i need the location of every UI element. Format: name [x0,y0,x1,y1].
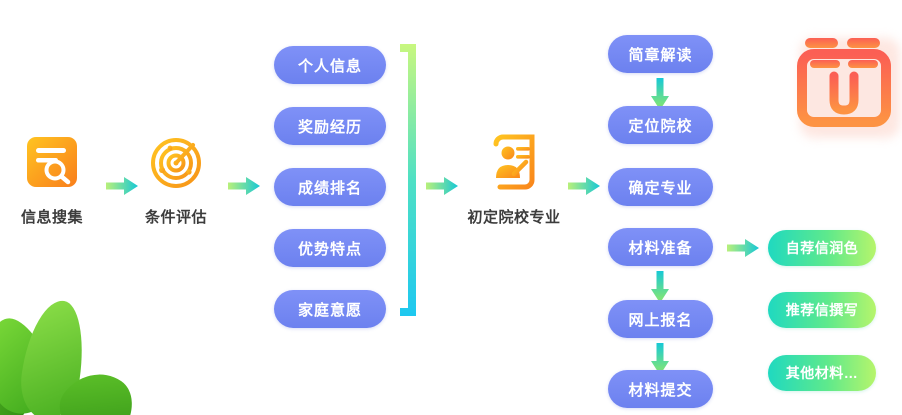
stage-label: 初定院校专业 [467,209,561,226]
step-pill[interactable]: 材料准备 [608,228,713,266]
material-pill[interactable]: 自荐信润色 [768,230,876,266]
step-pill[interactable]: 简章解读 [608,35,713,73]
material-pill[interactable]: 其他材料… [768,355,876,391]
arrow-down-icon [651,78,669,110]
stage-condition-evaluation[interactable]: 条件评估 [116,134,236,227]
criteria-pill[interactable]: 个人信息 [274,46,386,84]
vertical-bracket-icon [400,44,416,316]
stage-label: 信息搜集 [20,209,83,226]
material-pill[interactable]: 推荐信撰写 [768,292,876,328]
person-certificate-icon [486,134,542,190]
document-search-icon [24,134,80,190]
target-radar-icon [148,134,204,190]
stage-info-collection[interactable]: 信息搜集 [0,134,112,227]
criteria-pill[interactable]: 奖励经历 [274,107,386,145]
stage-label: 条件评估 [144,209,207,226]
arrow-down-icon [651,271,669,303]
arrow-down-icon [651,343,669,375]
step-pill[interactable]: 材料提交 [608,370,713,408]
arrow-right-icon [727,239,759,257]
arrow-right-icon [228,177,260,195]
arrow-right-icon [106,177,138,195]
stage-preliminary-school-major[interactable]: 初定院校专业 [454,134,574,227]
step-pill[interactable]: 网上报名 [608,300,713,338]
step-pill[interactable]: 确定专业 [608,168,713,206]
brand-logo-icon [794,30,894,130]
arrow-right-icon [426,177,458,195]
criteria-pill[interactable]: 家庭意愿 [274,290,386,328]
criteria-pill[interactable]: 成绩排名 [274,168,386,206]
arrow-right-icon [568,177,600,195]
step-pill[interactable]: 定位院校 [608,106,713,144]
criteria-pill[interactable]: 优势特点 [274,229,386,267]
